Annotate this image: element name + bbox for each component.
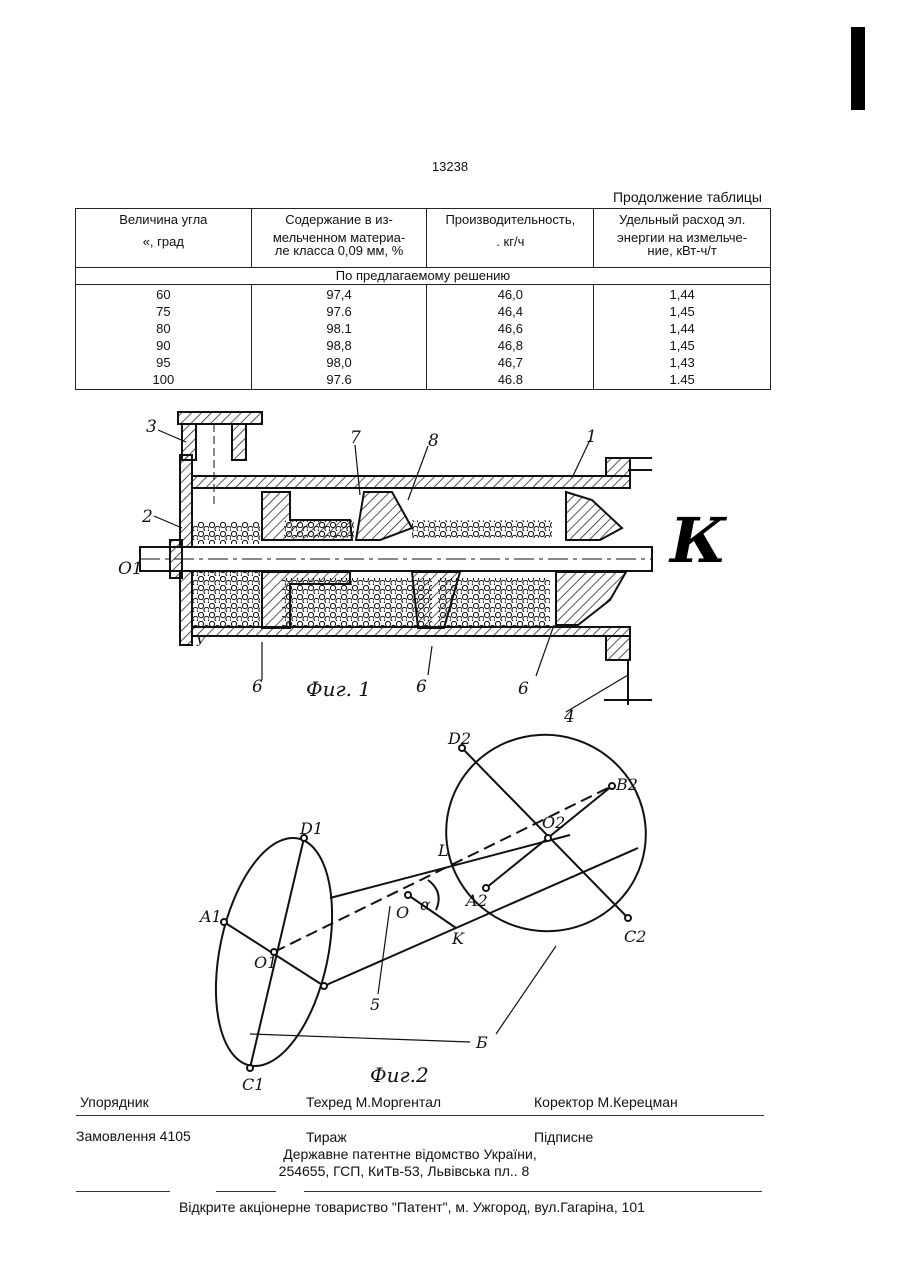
blade-3-bottom <box>556 572 626 625</box>
figure-2-labels: D2 B2 O2 A2 C2 D1 A1 O1 C1 L O α K 5 Б Ф… <box>198 729 646 1094</box>
balls-right-top <box>412 520 552 538</box>
fig1-label: 1 <box>586 427 597 447</box>
footer-rule-seg1 <box>76 1191 170 1192</box>
shaft-seal <box>170 540 182 578</box>
fig2-label: C1 <box>242 1075 264 1094</box>
leader-2 <box>154 516 182 528</box>
leader-b-right <box>496 946 556 1034</box>
fig1-label: 8 <box>428 431 439 451</box>
point-c1 <box>247 1065 253 1071</box>
footer-signed: Підписне <box>534 1129 593 1145</box>
point-a1 <box>221 919 227 925</box>
point-o2 <box>545 835 551 841</box>
fig2-label: A1 <box>198 907 222 926</box>
fig1-label: 2 <box>141 507 153 527</box>
footer-compiler: Упорядник <box>80 1094 149 1110</box>
footer-rule-top <box>76 1115 764 1116</box>
leader-8 <box>408 446 428 500</box>
k-mark: К <box>668 504 728 577</box>
fig2-label: 5 <box>370 995 380 1014</box>
point-e1 <box>321 983 327 989</box>
fig2-label: O <box>396 903 409 922</box>
footer-rule-seg3 <box>304 1191 762 1192</box>
fig1-label: О1 <box>118 559 143 579</box>
footer-order: Замовлення 4105 <box>76 1128 191 1144</box>
footer-printer: Відкрите акціонерне товариство "Патент",… <box>0 1199 824 1215</box>
leader-6b <box>428 646 432 675</box>
blade-3-top <box>566 492 622 540</box>
body-top-wall <box>192 476 630 488</box>
right-flange-top <box>606 458 630 476</box>
fig2-label: K <box>451 929 465 948</box>
blade-2-top <box>356 492 412 540</box>
inlet-wall-right <box>232 424 246 460</box>
fig2-label: D1 <box>299 819 323 838</box>
leader-4 <box>566 675 628 712</box>
fig2-label: A2 <box>464 891 488 910</box>
fig2-label: L <box>437 841 449 860</box>
footer-corrector: Коректор М.Керецман <box>534 1094 678 1110</box>
footer-techred: Техред М.Моргентал <box>306 1094 441 1110</box>
balls-mid-bottom <box>282 578 432 626</box>
fig1-label: 4 <box>563 707 575 727</box>
blade-1-top <box>262 492 352 540</box>
fig2-label: O1 <box>254 953 277 972</box>
fig1-label: 7 <box>350 428 361 448</box>
inlet-flange <box>178 412 262 424</box>
line-o-k <box>408 895 456 928</box>
footer-office-line1: Державне патентне відомство України, <box>0 1146 820 1162</box>
fig2-label: O2 <box>542 813 565 832</box>
fig1-label: 3 <box>146 417 157 437</box>
figure-2-caption: Фиг.2 <box>370 1063 429 1087</box>
fig1-label: 6 <box>252 677 263 697</box>
fig2-label: Б <box>475 1033 488 1052</box>
fig2-label: D2 <box>447 729 471 748</box>
fig1-label: 6 <box>518 679 529 699</box>
leader-b-left <box>250 1034 470 1042</box>
balls-left-bottom <box>192 568 260 626</box>
point-o <box>405 892 411 898</box>
footer-rule-seg2 <box>216 1191 276 1192</box>
fig1-label: 6 <box>416 677 427 697</box>
fig2-label: B2 <box>615 775 638 794</box>
right-flange-bottom <box>606 636 630 660</box>
point-b2 <box>609 783 615 789</box>
fig2-label: C2 <box>624 927 646 946</box>
body-bottom-wall <box>192 627 630 636</box>
figure-1-drawing <box>140 412 652 712</box>
footer-circulation: Тираж <box>306 1129 347 1145</box>
tube-bottom <box>324 848 638 986</box>
tube-top <box>330 835 570 898</box>
figure-2-drawing <box>197 709 671 1077</box>
figure-1-caption: Фиг. 1 <box>306 677 371 701</box>
leader-5 <box>378 906 390 994</box>
fig1-label: У <box>196 635 207 650</box>
fig2-label: α <box>420 895 431 914</box>
footer-office-line2: 254655, ГСП, КиТв-53, Львівська пл.. 8 <box>0 1163 808 1179</box>
point-c2 <box>625 915 631 921</box>
balls-left-top <box>192 522 260 544</box>
